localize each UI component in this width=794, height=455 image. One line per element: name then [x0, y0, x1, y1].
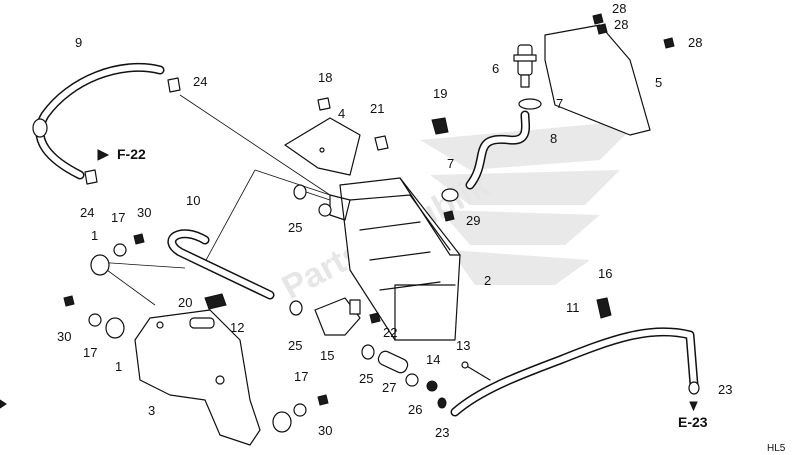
- callout-27: 27: [382, 380, 396, 395]
- callout-12: 12: [230, 320, 244, 335]
- reference-labels: F-22 E-23 HL5: [97, 146, 786, 454]
- part-16-clip: [596, 297, 612, 319]
- callout-10: 10: [186, 193, 200, 208]
- callout-5: 5: [655, 75, 662, 90]
- callout-1b: 1: [115, 359, 122, 374]
- callout-28b: 28: [614, 17, 628, 32]
- callout-23a: 23: [435, 425, 449, 440]
- hose-clips: [84, 77, 700, 409]
- callout-17c: 17: [294, 369, 308, 384]
- callout-16: 16: [598, 266, 612, 281]
- part-5-cover: [544, 24, 651, 136]
- callout-7a: 7: [556, 96, 563, 111]
- callout-8: 8: [550, 131, 557, 146]
- callout-3: 3: [148, 403, 155, 418]
- callout-30c: 30: [318, 423, 332, 438]
- callout-25b: 25: [288, 338, 302, 353]
- part-12-hose: [189, 317, 215, 329]
- callout-18: 18: [318, 70, 332, 85]
- part-4-plate: [284, 117, 361, 176]
- callout-28c: 28: [688, 35, 702, 50]
- callout-24a: 24: [193, 74, 207, 89]
- callout-24b: 24: [80, 205, 94, 220]
- bolts: [63, 13, 675, 406]
- part-2-canister: [318, 177, 461, 341]
- callout-20: 20: [178, 295, 192, 310]
- part-15-solenoid: [314, 297, 361, 336]
- part-7-clamps: [441, 98, 542, 202]
- corner-code: HL5: [767, 443, 786, 454]
- part-8-hose: [465, 110, 531, 190]
- callout-15: 15: [320, 348, 334, 363]
- callout-9: 9: [75, 35, 82, 50]
- part-10-hose: [167, 229, 275, 300]
- callout-21: 21: [370, 101, 384, 116]
- part-13-bolt: [461, 361, 491, 381]
- part-27-hose: [377, 350, 409, 374]
- callout-4: 4: [338, 106, 345, 121]
- ref-f22: F-22: [117, 146, 146, 162]
- edge-marker: [0, 399, 7, 409]
- callout-labels: 9 24 24 18 4 21 19 6 7 8 7 28 28 28 5 29…: [57, 1, 732, 440]
- callout-22: 22: [383, 325, 397, 340]
- callout-30a: 30: [137, 205, 151, 220]
- callout-29: 29: [466, 213, 480, 228]
- callout-26: 26: [408, 402, 422, 417]
- ref-e23: E-23: [678, 414, 708, 430]
- callout-23b: 23: [718, 382, 732, 397]
- callout-14: 14: [426, 352, 440, 367]
- part-19-clamp: [431, 117, 449, 135]
- part-9-hose: [32, 62, 165, 180]
- part-3-bracket: [134, 309, 261, 446]
- callout-6: 6: [492, 61, 499, 76]
- grommets: [88, 243, 438, 433]
- callout-1a: 1: [91, 228, 98, 243]
- callout-17b: 17: [83, 345, 97, 360]
- callout-17a: 17: [111, 210, 125, 225]
- callout-25a: 25: [288, 220, 302, 235]
- callout-13: 13: [456, 338, 470, 353]
- callout-7b: 7: [447, 156, 454, 171]
- part-11-hose: [450, 327, 699, 417]
- callout-30b: 30: [57, 329, 71, 344]
- callout-2: 2: [484, 273, 491, 288]
- callout-11: 11: [566, 300, 580, 315]
- part-6-valve: [513, 44, 537, 88]
- part-20-clip: [204, 293, 227, 310]
- callout-28a: 28: [612, 1, 626, 16]
- callout-25c: 25: [359, 371, 373, 386]
- callout-19: 19: [433, 86, 447, 101]
